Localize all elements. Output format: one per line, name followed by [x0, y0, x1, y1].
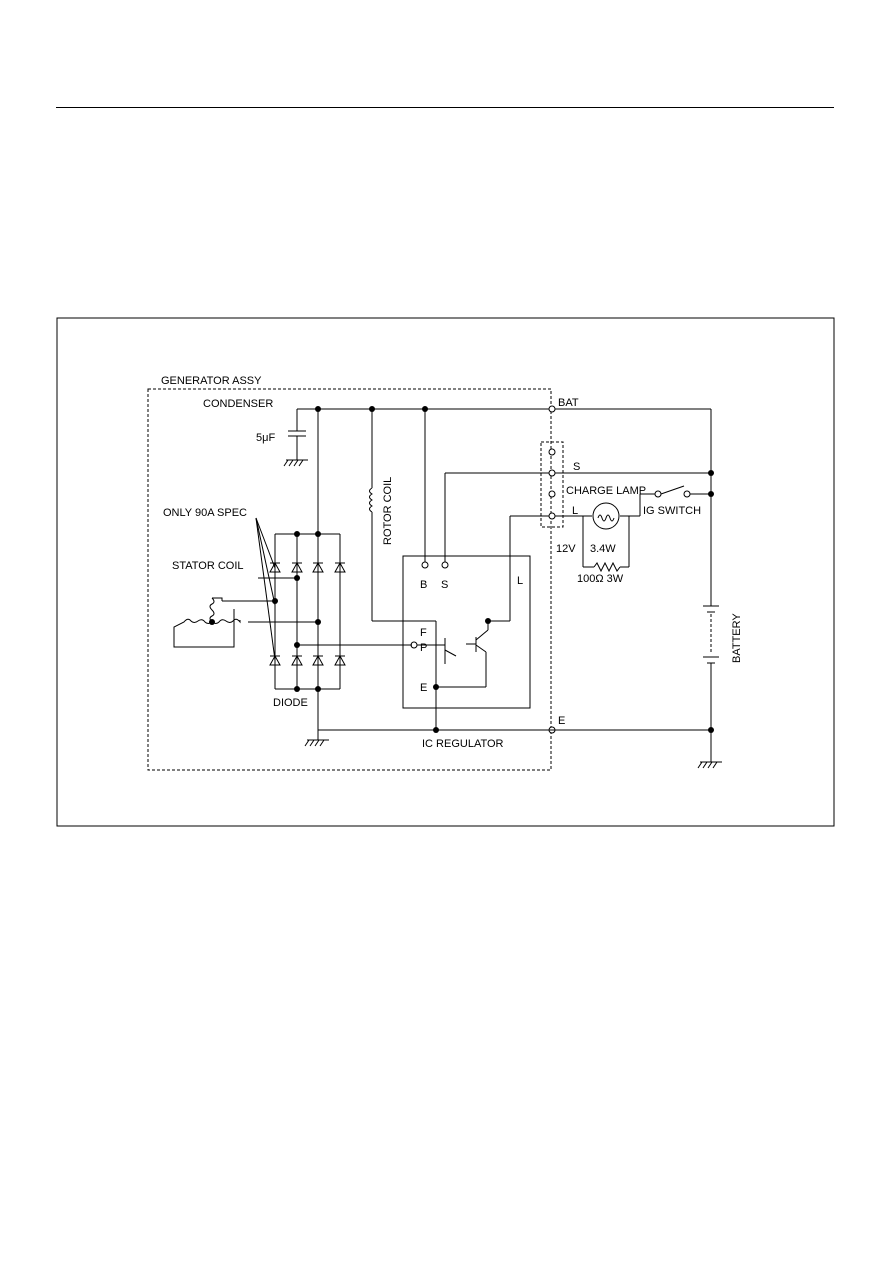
battery-ground-icon — [697, 761, 722, 769]
bat-line — [297, 408, 712, 473]
resistor-icon — [593, 561, 621, 573]
terminal-block — [548, 405, 556, 734]
e-terminal-label: E — [558, 715, 565, 727]
condenser-capacitor — [283, 409, 308, 467]
l-terminal-wire — [509, 515, 552, 621]
figure-frame — [56, 317, 835, 827]
condenser-ground-icon — [283, 459, 308, 467]
ic-regulator-box — [402, 555, 531, 709]
regulator-b-label: B — [420, 579, 427, 591]
header-rule — [56, 107, 834, 108]
generator-ground-icon — [304, 739, 329, 747]
charge-lamp-icon — [592, 502, 620, 530]
ic-regulator-label: IC REGULATOR — [422, 738, 504, 750]
resistor-label: 100Ω 3W — [577, 573, 624, 585]
bat-terminal-label: BAT — [558, 397, 579, 409]
regulator-p-label: P — [420, 642, 427, 654]
regulator-s-label: S — [441, 579, 448, 591]
s-terminal-wire — [444, 472, 711, 562]
diode-icon — [269, 561, 346, 666]
voltage-label: 12V — [556, 543, 576, 555]
terminal-block-outline — [540, 441, 564, 528]
rotor-coil-label: ROTOR COIL — [382, 477, 394, 545]
rectifier-bridge — [222, 409, 412, 690]
stator-coil-icon — [173, 597, 241, 648]
ig-switch-icon — [654, 490, 662, 498]
l-terminal-label: L — [572, 505, 578, 517]
regulator-e-label: E — [420, 682, 427, 694]
battery-label: BATTERY — [731, 613, 743, 663]
only-90a-spec-label: ONLY 90A SPEC — [163, 507, 247, 519]
generator-assy-label: GENERATOR ASSY — [161, 375, 262, 387]
junction-dots — [209, 406, 714, 733]
charge-lamp-label: CHARGE LAMP — [566, 485, 646, 497]
rotor-coil — [369, 409, 413, 622]
regulator-transistors — [413, 620, 510, 688]
charge-lamp-circuit — [555, 485, 711, 573]
ig-switch-label: IG SWITCH — [643, 505, 701, 517]
condenser-label: CONDENSER — [203, 398, 273, 410]
e-ground-line — [304, 687, 711, 747]
stator-coil-label: STATOR COIL — [172, 560, 244, 572]
s-terminal-label: S — [573, 461, 580, 473]
battery — [697, 473, 722, 769]
capacitance-label: 5μF — [256, 432, 275, 444]
lamp-wattage-label: 3.4W — [590, 543, 616, 555]
regulator-terminals — [410, 561, 449, 649]
generator-assy-outline — [147, 388, 552, 771]
regulator-f-label: F — [420, 627, 427, 639]
diode-label: DIODE — [273, 697, 308, 709]
regulator-l-label: L — [517, 575, 523, 587]
spec-pointer-lines — [255, 517, 276, 661]
